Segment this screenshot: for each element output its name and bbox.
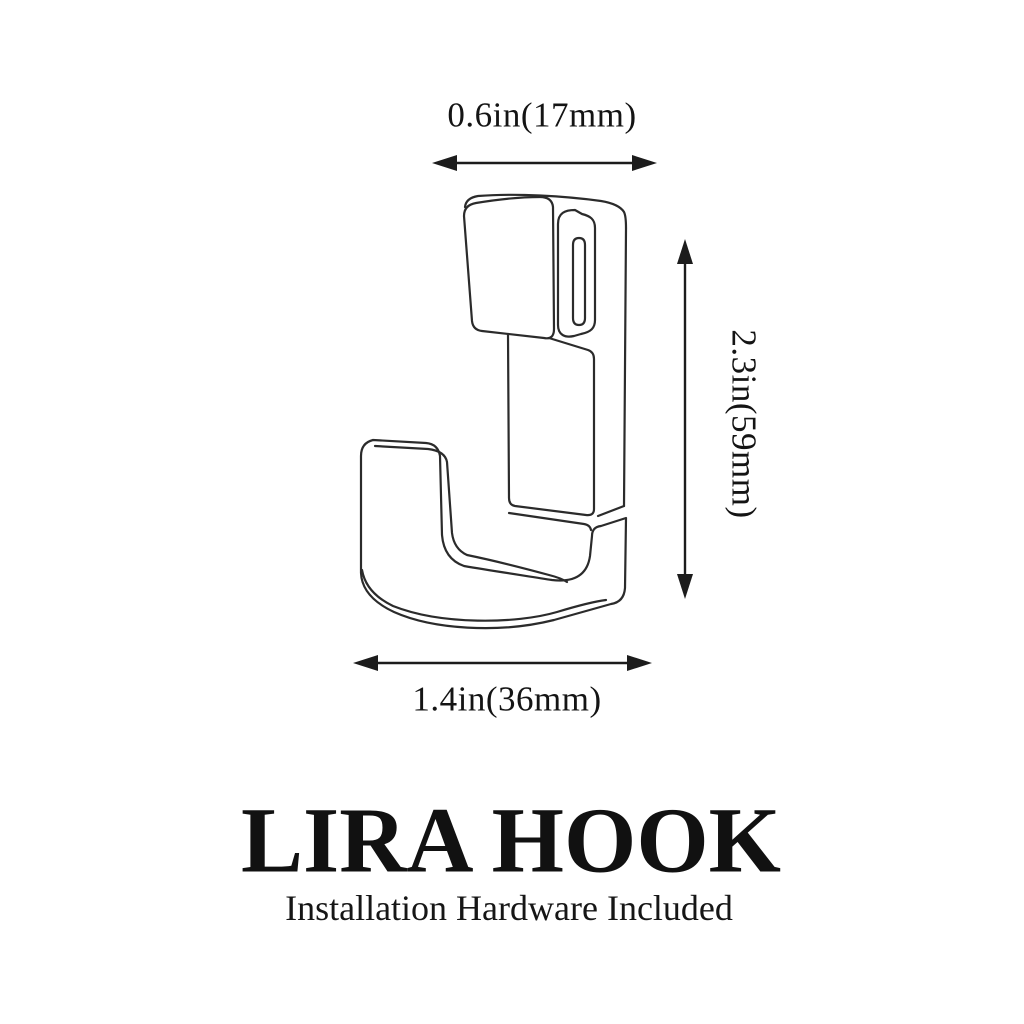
plate-right-edge — [622, 226, 628, 508]
keyhole-slot — [571, 236, 587, 327]
hook-line-drawing — [359, 193, 628, 630]
arrowhead-right — [632, 155, 657, 171]
arrowhead-left — [353, 655, 378, 671]
width-arrow-bottom — [353, 655, 652, 671]
lip-inner-bevel-line — [373, 444, 569, 584]
keyhole-groove-outline — [556, 208, 597, 338]
top-width-label: 0.6in(17mm) — [447, 95, 637, 135]
height-arrow-right — [677, 239, 693, 599]
hook-cap-top-edge — [463, 193, 628, 230]
plate-side-bottom-edge — [596, 504, 626, 518]
hook-seam-line — [507, 511, 593, 532]
product-title: LIRA HOOK — [240, 789, 782, 893]
width-arrow-top — [432, 155, 657, 171]
arrowhead-left — [432, 155, 457, 171]
bottom-width-label: 1.4in(36mm) — [412, 679, 602, 719]
bottom-underside-line — [360, 568, 608, 622]
product-subtitle: Installation Hardware Included — [285, 888, 733, 928]
hook-cap-front-face — [462, 195, 556, 340]
plate-bar-outline — [506, 332, 596, 517]
arrowhead-up — [677, 239, 693, 264]
arrowhead-right — [627, 655, 652, 671]
right-height-label: 2.3in(59mm) — [724, 329, 764, 519]
hook-bottom-outline — [359, 438, 628, 630]
arrowhead-down — [677, 574, 693, 599]
